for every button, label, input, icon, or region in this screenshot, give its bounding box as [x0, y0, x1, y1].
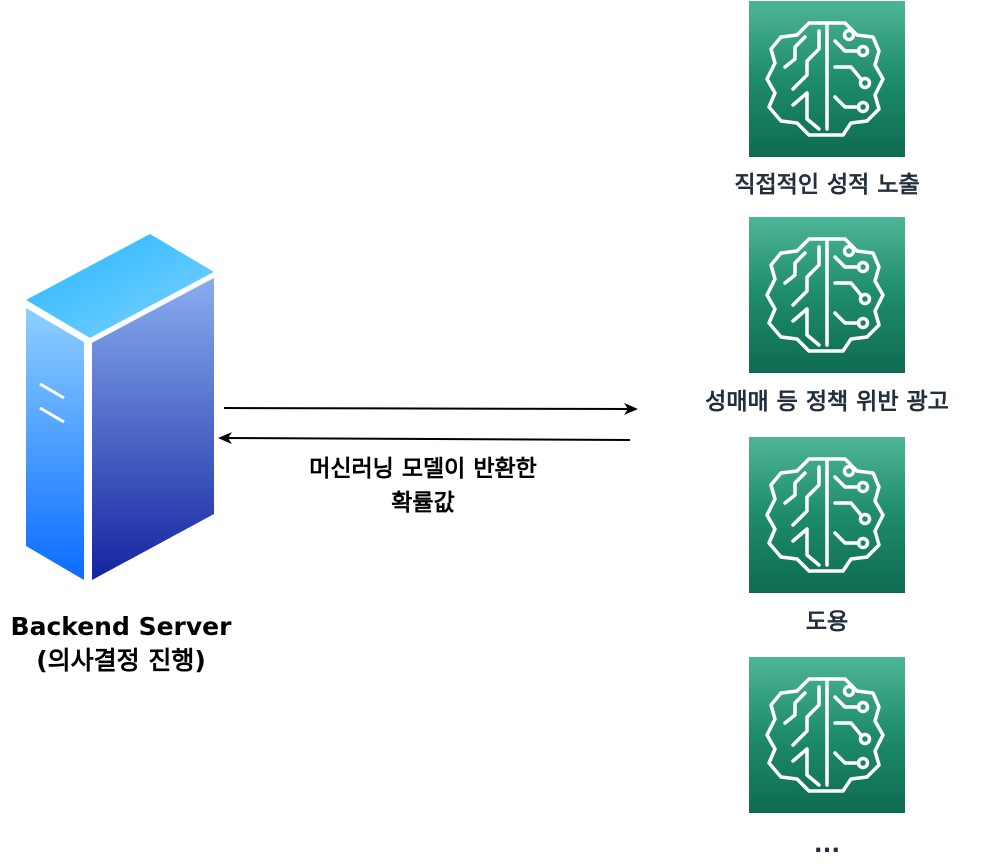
model-tile-1 [749, 1, 905, 157]
response-arrow [218, 432, 631, 445]
brain-circuit-icon [765, 457, 885, 573]
model-label-4: ... [813, 832, 841, 858]
model-label-2: 성매매 등 정책 위반 광고 [705, 389, 949, 415]
brain-circuit-icon [765, 237, 885, 353]
response-label-line1: 머신러닝 모델이 반환한 [309, 456, 537, 482]
server-name-line2: (의사결정 진행) [36, 646, 206, 675]
response-label-line2: 확률값 [391, 490, 455, 516]
model-label-1: 직접적인 성적 노출 [734, 172, 920, 198]
brain-circuit-icon [765, 21, 885, 137]
response-label: 머신러닝 모델이 반환한 확률값 [262, 452, 584, 520]
server-name-line1: Backend Server [10, 612, 232, 641]
request-arrow [223, 402, 638, 415]
model-tile-3 [749, 437, 905, 593]
server-icon [22, 234, 218, 580]
brain-circuit-icon [765, 677, 885, 793]
model-label-3: 도용 [805, 609, 849, 635]
server-name: Backend Server (의사결정 진행) [0, 610, 242, 678]
model-tile-4 [749, 657, 905, 813]
model-tile-2 [749, 217, 905, 373]
